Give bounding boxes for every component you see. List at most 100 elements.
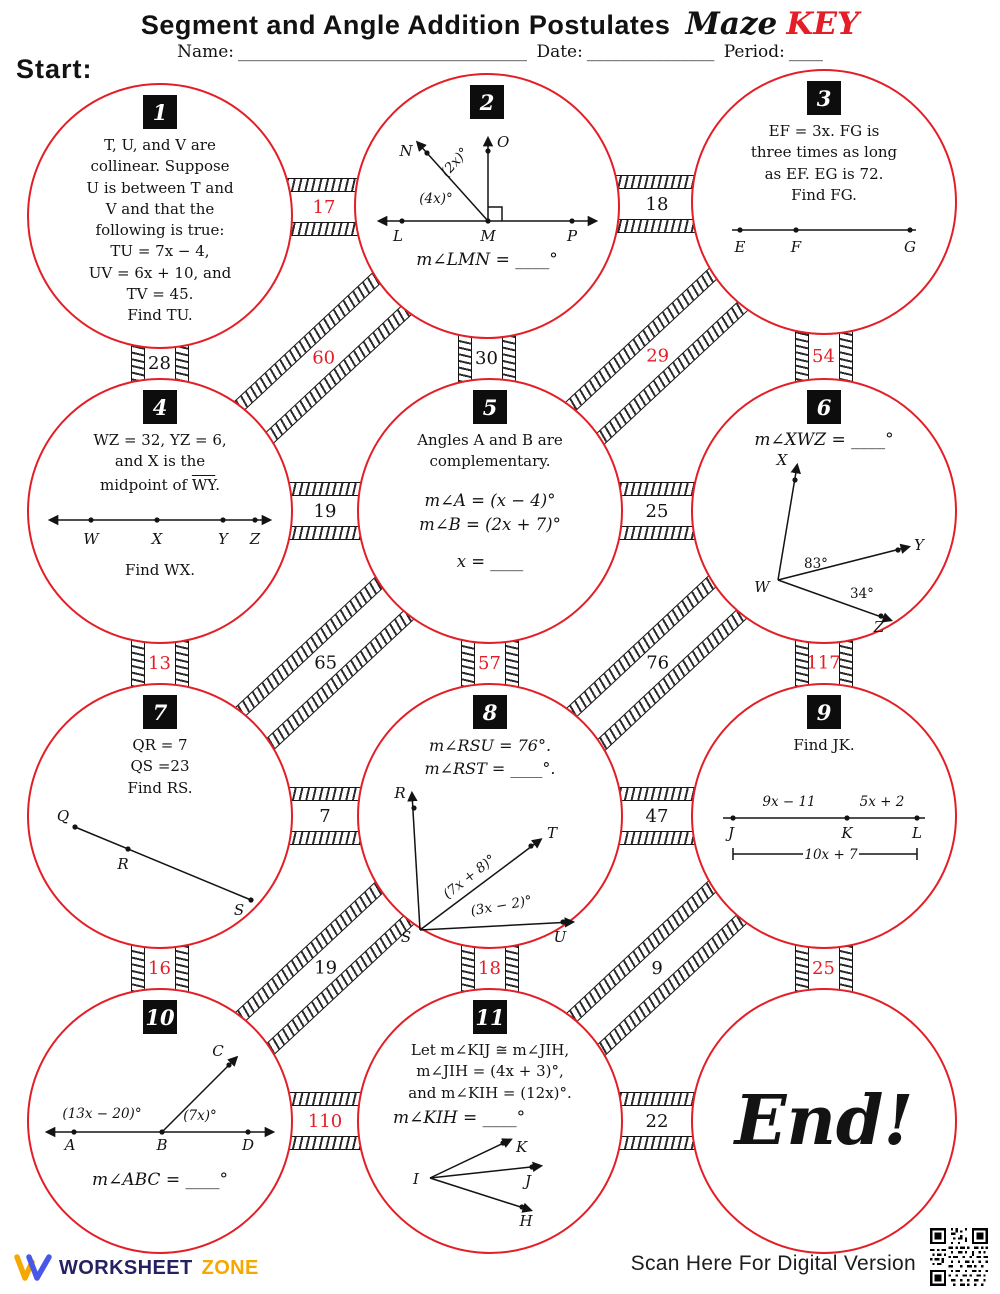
point-label-s: S: [401, 928, 411, 946]
problem-2-circle: 2 N O L M P (2x)° (4x)° m∠LMN = ____°: [354, 73, 620, 339]
problem-4-text: WZ = 32, YZ = 6, and X is the: [93, 431, 227, 471]
angle-label-83: 83°: [804, 556, 828, 572]
maze-answer-number: 25: [645, 500, 669, 522]
point-label-u: U: [554, 928, 568, 946]
problem-11-text: Let m∠KIJ ≅ m∠JIH, m∠JIH = (4x + 3)°, an…: [408, 1041, 572, 1102]
point-label-j: J: [521, 1172, 531, 1190]
point-label-l: L: [392, 227, 403, 245]
angle-label-13x20: (13x − 20)°: [62, 1106, 141, 1122]
maze-answer-number: 18: [645, 193, 669, 215]
maze-answer-number: 9: [651, 957, 663, 979]
point-label-c: C: [212, 1044, 224, 1060]
problem-8-text: m∠RSU = 76°. m∠RST = ____°.: [424, 736, 556, 778]
title-key: KEY: [786, 6, 860, 42]
point-label-j: J: [725, 824, 735, 842]
problem-7-diagram: Q R S: [56, 807, 254, 917]
maze-answer-number: 17: [312, 196, 336, 218]
angle-label-7x: (7x)°: [183, 1108, 217, 1124]
brand-worksheet: WORKSHEET: [59, 1256, 193, 1279]
point-label-q: Q: [56, 807, 68, 825]
point-label-k: K: [515, 1138, 528, 1156]
end-circle: End!: [691, 988, 957, 1254]
problem-11-circle: 11 Let m∠KIJ ≅ m∠JIH, m∠JIH = (4x + 3)°,…: [357, 988, 623, 1254]
maze-answer-number: 47: [645, 805, 669, 827]
maze-answer-number: 28: [148, 352, 172, 374]
brand-zone: ZONE: [201, 1256, 259, 1279]
problem-2-answer: m∠LMN = ____°: [416, 250, 558, 270]
point-label-o: O: [497, 133, 509, 151]
qr-code: [930, 1228, 988, 1286]
period-label: Period:: [723, 42, 785, 62]
point-label-k: K: [840, 824, 853, 842]
title-maze: Maze: [685, 6, 778, 42]
problem-7-text: QR = 7 QS =23 Find RS.: [127, 736, 193, 797]
logo-w-icon: [14, 1254, 52, 1281]
problem-8-circle: 8 m∠RSU = 76°. m∠RST = ____°. R T U S (7…: [357, 683, 623, 949]
date-label: Date:: [536, 42, 583, 62]
midpoint-text: midpoint of: [99, 475, 192, 494]
maze-answer-number: 76: [645, 652, 669, 674]
problem-6-circle: 6 m∠XWZ = ____° X Y Z W 83° 34°: [691, 378, 957, 644]
problem-8-number: 8: [473, 695, 507, 729]
point-label-e: E: [734, 238, 746, 256]
maze-answer-number: 110: [307, 1110, 343, 1132]
maze-answer-number: 18: [478, 957, 502, 979]
problem-8-diagram: R T U S (7x + 8)° (3x − 2)°: [393, 784, 576, 946]
problem-3-circle: 3 EF = 3x. FG is three times as long as …: [691, 69, 957, 335]
midpoint-period: .: [215, 475, 221, 494]
problem-6-diagram: X Y Z W 83° 34°: [754, 452, 926, 632]
point-label-x: X: [775, 452, 788, 469]
date-blank: _______________: [586, 42, 715, 62]
problem-11-diagram: I K J H: [412, 1138, 543, 1230]
point-label-a: A: [63, 1136, 76, 1154]
problem-10-diagram: C A B D (13x − 20)° (7x)°: [44, 1044, 276, 1154]
point-label-h: H: [518, 1212, 533, 1230]
point-label-w: W: [754, 578, 771, 596]
end-label: End!: [734, 1081, 914, 1161]
point-label-t: T: [547, 824, 558, 842]
problem-5-number: 5: [473, 390, 507, 424]
maze-answer-number: 22: [645, 1110, 669, 1132]
problem-9-circle: 9 Find JK. 9x − 11 5x + 2 J K L 10x + 7: [691, 683, 957, 949]
start-label: Start:: [16, 54, 93, 84]
problem-1-text: T, U, and V are collinear. Suppose U is …: [86, 136, 234, 325]
angle-label-3x2: (3x − 2)°: [469, 893, 533, 920]
problem-4-question: Find WX.: [124, 560, 196, 579]
segment-wy-overline: WY: [191, 475, 216, 494]
point-label-y: Y: [914, 536, 926, 554]
angle-label-4x: (4x)°: [419, 191, 453, 207]
problem-9-text: Find JK.: [793, 736, 855, 754]
problem-3-text: EF = 3x. FG is three times as long as EF…: [750, 122, 898, 204]
point-label-p: P: [565, 227, 577, 245]
problem-1-number: 1: [143, 95, 177, 129]
problem-2-number: 2: [470, 85, 504, 119]
segment-label-kl: 5x + 2: [860, 794, 905, 810]
point-label-z: Z: [249, 530, 261, 548]
name-label: Name:: [177, 42, 235, 62]
period-blank: ____: [788, 42, 823, 62]
worksheet-title: Segment and Angle Addition Postulates Ma…: [0, 6, 1000, 42]
problem-2-diagram: N O L M P (2x)° (4x)°: [376, 133, 598, 245]
segment-label-jk: 9x − 11: [762, 794, 815, 810]
problem-7-number: 7: [143, 695, 177, 729]
point-label-r: R: [393, 784, 405, 802]
maze-answer-number: 57: [478, 652, 502, 674]
problem-9-diagram: 9x − 11 5x + 2 J K L 10x + 7: [723, 794, 925, 863]
name-blank: __________________________________: [238, 42, 528, 62]
point-label-b: B: [155, 1136, 167, 1154]
maze-answer-number: 19: [313, 500, 337, 522]
title-text: Segment and Angle Addition Postulates: [140, 10, 671, 40]
point-label-d: D: [241, 1136, 254, 1154]
problem-3-diagram: E F G: [732, 227, 916, 256]
point-label-f: F: [790, 238, 802, 256]
point-label-s: S: [233, 901, 243, 917]
maze-answer-number: 19: [313, 957, 337, 979]
problem-11-answer: m∠KIH = ____°: [393, 1107, 526, 1128]
problem-10-number: 10: [143, 1000, 177, 1034]
problem-3-number: 3: [807, 81, 841, 115]
problem-5-equation-1: m∠A = (x − 4)°: [424, 490, 556, 510]
point-label-x: X: [151, 530, 164, 548]
problem-10-answer: m∠ABC = ____°: [91, 1170, 228, 1190]
problem-4-diagram: W X Y Z: [47, 514, 273, 548]
name-date-period-line: Name:__________________________________ …: [0, 42, 1000, 62]
